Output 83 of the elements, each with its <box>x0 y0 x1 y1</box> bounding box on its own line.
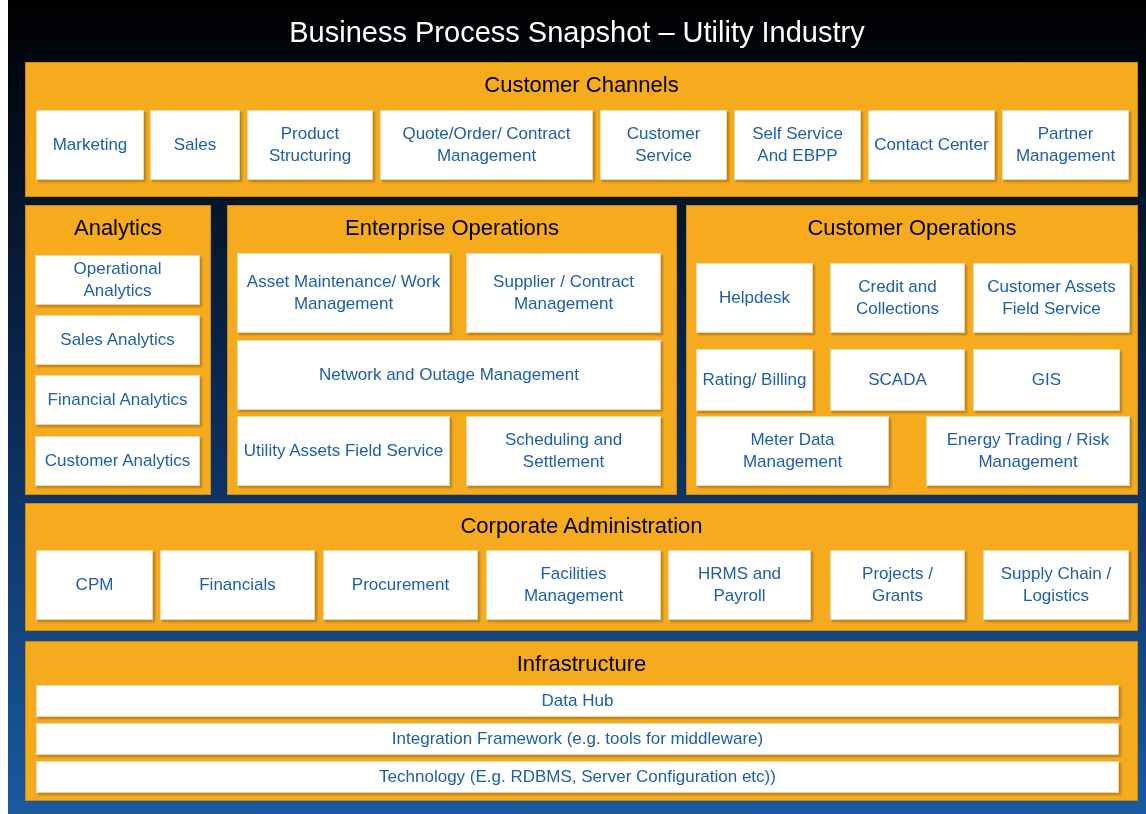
process-label: GIS <box>1030 369 1063 391</box>
process-label: Product Structuring <box>267 123 353 167</box>
process-label: Rating/ Billing <box>701 369 808 391</box>
process-box <box>696 416 889 486</box>
process-label: Integration Framework (e.g. tools for middleware) <box>390 728 765 750</box>
process-box <box>36 723 1119 755</box>
group-panel <box>227 205 677 495</box>
process-box <box>868 110 995 180</box>
process-box <box>35 436 200 486</box>
group-title: Infrastructure <box>515 650 648 678</box>
process-box <box>150 110 240 180</box>
process-label: Sales <box>172 134 218 156</box>
process-box <box>926 416 1130 486</box>
process-box <box>466 253 661 333</box>
process-label: Financial Analytics <box>46 389 189 411</box>
process-box <box>696 263 813 333</box>
process-label: CPM <box>74 574 115 596</box>
process-box <box>600 110 727 180</box>
group-panel <box>25 62 1138 197</box>
process-label: Credit and Collections <box>854 276 941 320</box>
process-box <box>247 110 373 180</box>
process-label: Scheduling and Settlement <box>503 429 624 473</box>
process-label: Customer Analytics <box>43 450 192 472</box>
group-panel <box>25 503 1138 631</box>
process-label: SCADA <box>867 369 928 391</box>
process-label: Quote/Order/ Contract Management <box>401 123 572 167</box>
process-box <box>830 550 965 620</box>
process-box <box>486 550 661 620</box>
process-box <box>237 416 450 486</box>
process-box <box>35 375 200 425</box>
process-label: Customer Service <box>625 123 702 167</box>
group-title: Customer Operations <box>806 214 1018 242</box>
process-box <box>734 110 861 180</box>
process-box <box>696 349 813 411</box>
process-label: Financials <box>198 574 277 596</box>
group-panel <box>25 205 211 495</box>
process-box <box>237 340 661 410</box>
group-title: Enterprise Operations <box>344 214 560 242</box>
process-label: Network and Outage Management <box>318 364 580 386</box>
process-box <box>35 315 200 365</box>
group-title: Customer Channels <box>483 71 680 99</box>
process-label: Projects / Grants <box>861 563 934 607</box>
process-label: Facilities Management <box>522 563 625 607</box>
process-label: Energy Trading / Risk Management <box>945 429 1111 473</box>
process-label: Supplier / Contract Management <box>492 271 635 315</box>
diagram-title: Business Process Snapshot – Utility Industry <box>288 15 866 50</box>
process-label: Sales Analytics <box>59 329 176 351</box>
process-label: Meter Data Management <box>741 429 844 473</box>
process-label: Self Service And EBPP <box>751 123 844 167</box>
process-box <box>160 550 315 620</box>
process-box <box>830 349 965 411</box>
process-box <box>973 263 1130 333</box>
process-box <box>668 550 811 620</box>
process-box <box>36 761 1119 793</box>
process-label: Partner Management <box>1014 123 1117 167</box>
process-box <box>466 416 661 486</box>
process-label: Asset Maintenance/ Work Management <box>245 271 442 315</box>
group-panel <box>25 641 1138 801</box>
process-label: Customer Assets Field Service <box>986 276 1117 320</box>
process-box <box>380 110 593 180</box>
process-label: Marketing <box>51 134 129 156</box>
process-label: Data Hub <box>540 690 615 712</box>
process-box <box>36 110 144 180</box>
process-label: Utility Assets Field Service <box>242 440 445 462</box>
process-label: Technology (E.g. RDBMS, Server Configuration etc)) <box>378 766 777 788</box>
process-box <box>830 263 965 333</box>
process-label: Helpdesk <box>718 287 791 309</box>
process-box <box>237 253 450 333</box>
group-title: Corporate Administration <box>459 512 704 540</box>
process-box <box>1002 110 1129 180</box>
process-box <box>35 255 200 305</box>
process-label: HRMS and Payroll <box>696 563 783 607</box>
process-box <box>323 550 478 620</box>
group-panel <box>686 205 1138 495</box>
process-label: Supply Chain / Logistics <box>999 563 1113 607</box>
process-box <box>983 550 1129 620</box>
process-label: Operational Analytics <box>72 258 163 302</box>
process-label: Contact Center <box>873 134 990 156</box>
process-box <box>36 550 153 620</box>
process-label: Procurement <box>350 574 451 596</box>
group-title: Analytics <box>72 214 163 242</box>
process-box <box>973 349 1120 411</box>
process-box <box>36 685 1119 717</box>
